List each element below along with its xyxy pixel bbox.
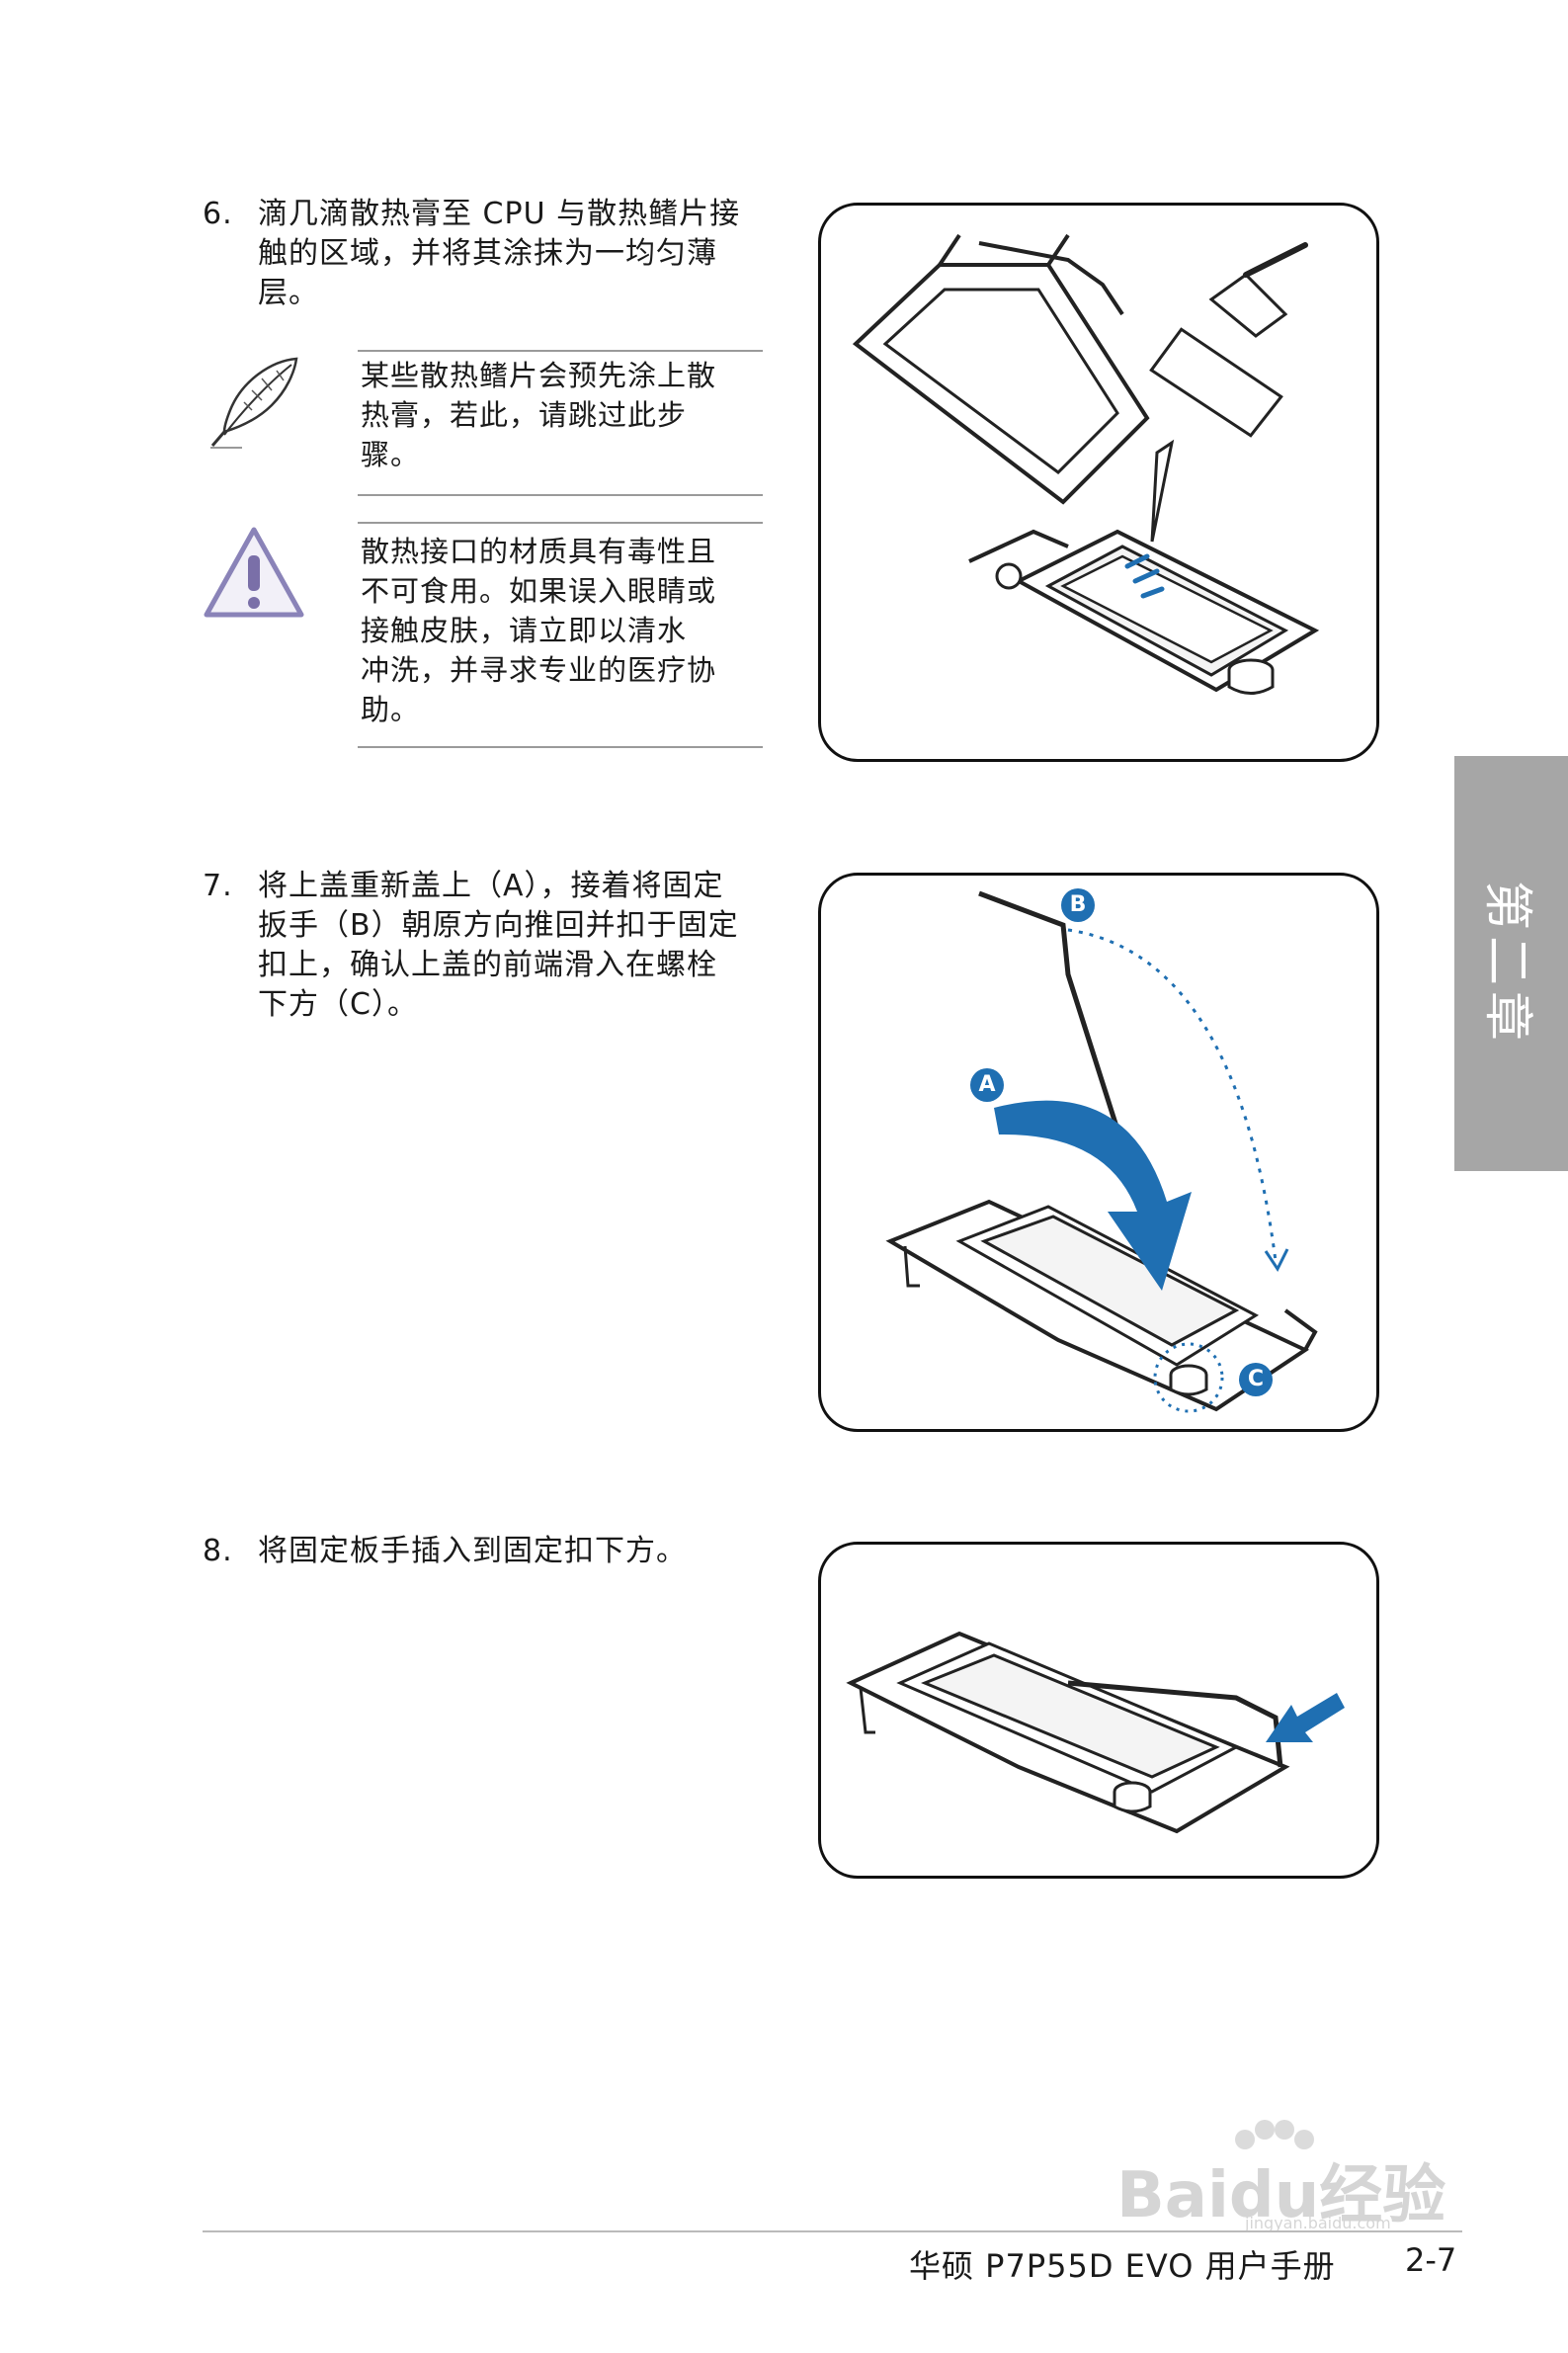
- chapter-label: 第二章: [1478, 881, 1536, 1047]
- warning-line-4: 冲洗，并寻求专业的医疗协: [361, 653, 717, 687]
- step-8-line-1: 将固定板手插入到固定扣下方。: [258, 1534, 687, 1568]
- warning-bottom-rule: [358, 746, 763, 748]
- label-a: A: [978, 1072, 996, 1097]
- footer-rule: [203, 2230, 1462, 2232]
- figure-apply-thermal-paste: [818, 203, 1379, 762]
- note-line-3: 骤。: [361, 438, 421, 471]
- label-b: B: [1069, 892, 1087, 917]
- step-6-line-2: 触的区域，并将其涂抹为一均匀薄: [258, 236, 717, 271]
- step-8-number: 8.: [203, 1534, 233, 1568]
- step-7-line-2: 扳手（B）朝原方向推回并扣于固定: [258, 908, 739, 943]
- warning-line-5: 助。: [361, 693, 421, 726]
- step-7-line-4: 下方（C）。: [258, 987, 418, 1022]
- step-7-line-3: 扣上，确认上盖的前端滑入在螺栓: [258, 948, 717, 982]
- warning-line-1: 散热接口的材质具有毒性且: [361, 535, 717, 568]
- label-c: C: [1247, 1367, 1265, 1391]
- warning-line-2: 不可食用。如果误入眼睛或: [361, 574, 717, 608]
- note-bottom-rule: [358, 494, 763, 496]
- baidu-watermark: Baidu经验 jingyan.baidu.com: [1097, 2115, 1482, 2233]
- footer-title: 华硕 P7P55D EVO 用户手册: [909, 2247, 1336, 2285]
- feather-pen-icon: [210, 357, 298, 449]
- step-6-line-1: 滴几滴散热膏至 CPU 与散热鳍片接: [258, 197, 741, 231]
- figure-close-load-plate: B A C: [818, 873, 1379, 1432]
- chapter-tab: 第二章: [1454, 756, 1568, 1171]
- page-number: 2-7: [1405, 2241, 1457, 2279]
- note-top-rule: [358, 350, 763, 352]
- watermark-text: Baidu经验: [1116, 2159, 1446, 2232]
- note-line-2: 热膏，若此，请跳过此步: [361, 398, 688, 432]
- step-6-number: 6.: [203, 197, 233, 231]
- warning-line-3: 接触皮肤，请立即以清水: [361, 614, 688, 647]
- note-box: 某些散热鳍片会预先涂上散 热膏，若此，请跳过此步 骤。: [361, 356, 761, 474]
- warning-box: 散热接口的材质具有毒性且 不可食用。如果误入眼睛或 接触皮肤，请立即以清水 冲洗…: [361, 532, 761, 729]
- step-7-number: 7.: [203, 869, 233, 903]
- paw-logo-icon: [1235, 2120, 1314, 2149]
- warning-top-rule: [358, 522, 763, 524]
- step-7-line-1: 将上盖重新盖上（A），接着将固定: [258, 869, 724, 903]
- note-line-1: 某些散热鳍片会预先涂上散: [361, 359, 717, 392]
- watermark-url: jingyan.baidu.com: [1245, 2214, 1391, 2232]
- step-6-line-3: 层。: [258, 276, 319, 310]
- figure-secure-lever: [818, 1542, 1379, 1879]
- warning-triangle-icon: [204, 527, 304, 618]
